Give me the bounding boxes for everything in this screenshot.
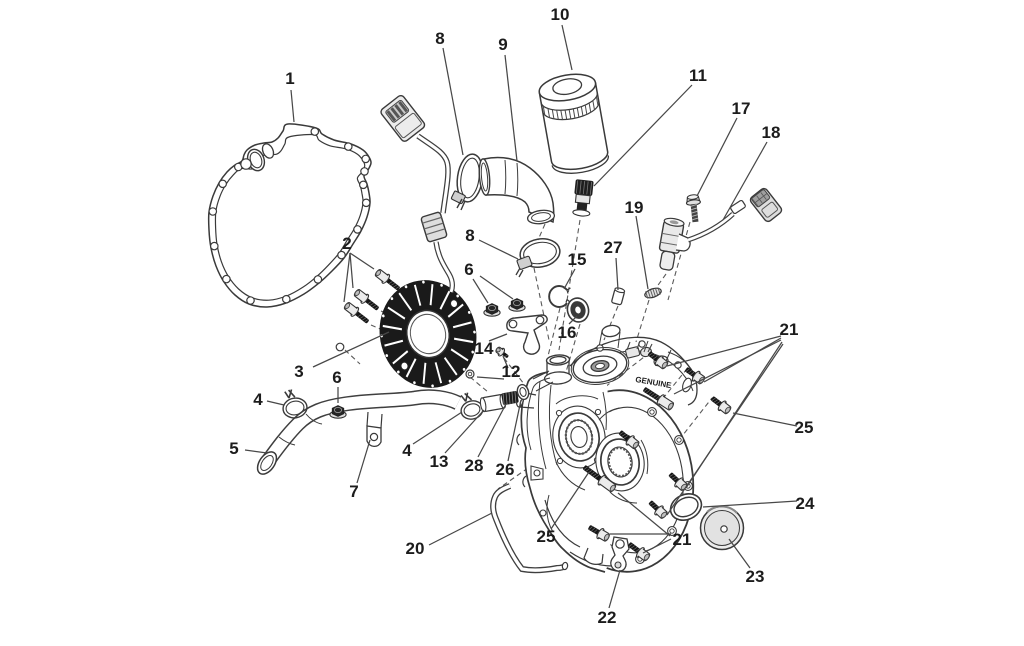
svg-text:3: 3: [294, 362, 303, 381]
svg-text:16: 16: [558, 323, 577, 342]
svg-text:4: 4: [253, 390, 263, 409]
svg-text:12: 12: [502, 362, 521, 381]
svg-text:25: 25: [795, 418, 814, 437]
svg-text:4: 4: [402, 441, 412, 460]
svg-text:21: 21: [780, 320, 799, 339]
svg-text:11: 11: [689, 66, 707, 85]
svg-text:22: 22: [598, 608, 617, 627]
svg-text:18: 18: [762, 123, 781, 142]
svg-text:8: 8: [435, 29, 444, 48]
svg-text:9: 9: [498, 35, 507, 54]
svg-text:17: 17: [732, 99, 751, 118]
svg-text:6: 6: [464, 260, 473, 279]
svg-text:19: 19: [625, 198, 644, 217]
svg-text:20: 20: [406, 539, 425, 558]
svg-text:25: 25: [537, 527, 556, 546]
svg-text:15: 15: [568, 250, 587, 269]
svg-text:24: 24: [796, 494, 815, 513]
svg-text:28: 28: [465, 456, 484, 475]
svg-text:21: 21: [673, 530, 692, 549]
svg-text:8: 8: [465, 226, 474, 245]
svg-text:27: 27: [604, 238, 623, 257]
svg-text:10: 10: [551, 5, 570, 24]
svg-text:26: 26: [496, 460, 515, 479]
svg-text:5: 5: [229, 439, 238, 458]
svg-text:7: 7: [349, 482, 358, 501]
svg-text:13: 13: [430, 452, 449, 471]
svg-text:14: 14: [475, 339, 494, 358]
svg-text:1: 1: [285, 69, 294, 88]
svg-text:6: 6: [332, 368, 341, 387]
svg-text:23: 23: [746, 567, 765, 586]
svg-text:2: 2: [342, 234, 351, 253]
